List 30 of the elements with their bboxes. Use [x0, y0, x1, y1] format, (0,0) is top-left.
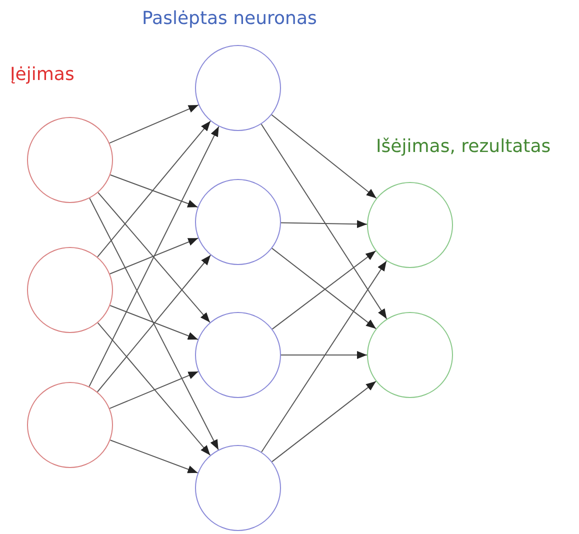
arrow	[260, 124, 388, 320]
neuron-circle	[27, 117, 113, 203]
neuron-circle	[367, 182, 453, 268]
neuron-circle	[195, 312, 281, 398]
arrow	[97, 322, 211, 456]
arrow	[96, 254, 212, 392]
neuron-circle	[367, 312, 453, 398]
arrow	[109, 371, 199, 409]
arrow	[109, 104, 199, 144]
layer-label: Paslėptas neuronas	[142, 8, 317, 29]
layer-label: Įėjimas	[10, 64, 74, 85]
arrow	[98, 192, 210, 323]
arrow	[110, 174, 198, 208]
neuron-circle	[195, 445, 281, 531]
neuron-circle	[27, 382, 113, 468]
arrow	[272, 380, 376, 462]
arrow	[280, 220, 368, 228]
arrow	[97, 120, 211, 258]
arrow	[88, 126, 220, 388]
neuron-circle	[195, 45, 281, 131]
arrow	[280, 351, 368, 359]
arrow	[89, 198, 219, 450]
arrow	[271, 114, 377, 199]
arrow	[110, 440, 198, 474]
arrow	[110, 305, 198, 340]
neuron-circle	[195, 179, 281, 265]
arrow	[261, 260, 387, 453]
arrow	[109, 238, 199, 274]
layer-label: Išėjimas, rezultatas	[376, 136, 551, 157]
neuron-circle	[27, 247, 113, 333]
